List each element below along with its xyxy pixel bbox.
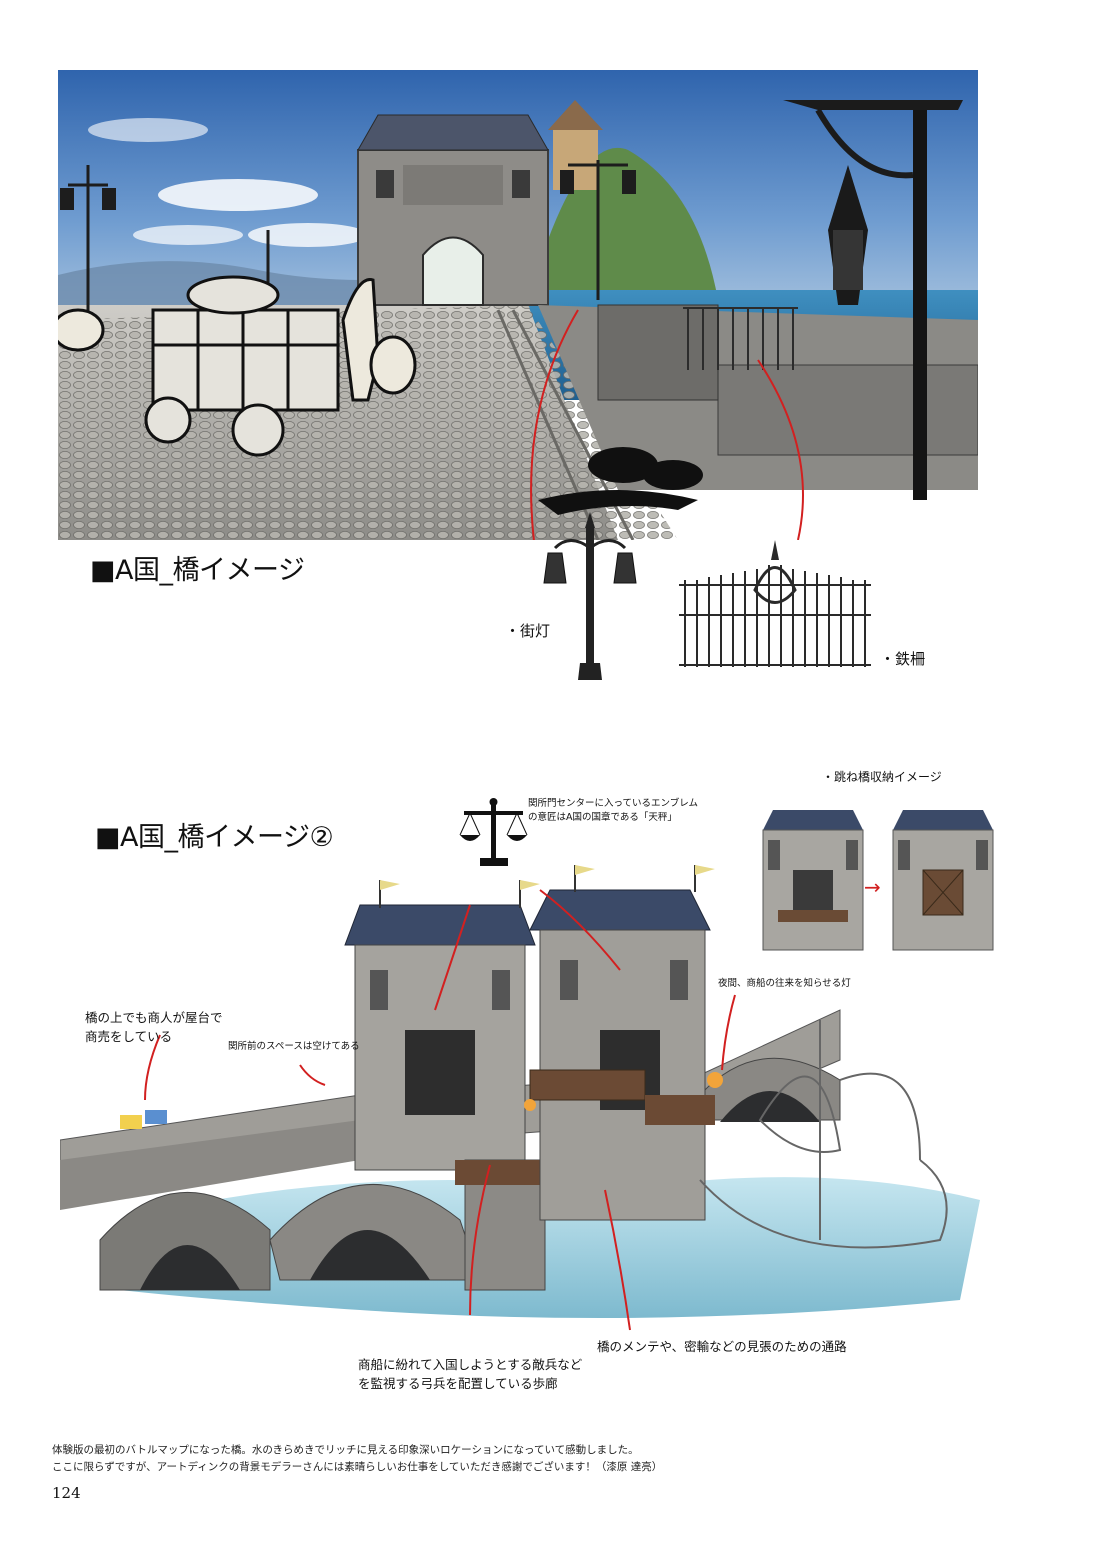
page-number: 124 xyxy=(52,1484,81,1502)
footer-caption: 体験版の最初のバトルマップになった橋。水のきらめきでリッチに見える印象深いロケー… xyxy=(52,1444,663,1473)
section-heading-1: ■A国_橋イメージ xyxy=(90,555,305,586)
maintenance-walkway-note: 橋のメンテや、密輸などの見張のための通路 xyxy=(597,1339,847,1354)
emblem-note: 関所門センターに入っているエンブレム の意匠はA国の国章である「天秤」 xyxy=(528,798,699,823)
drawbridge-open-thumbnail xyxy=(758,795,868,955)
bridge-concept-painting xyxy=(58,70,978,540)
iron-fence-label: ・鉄柵 xyxy=(880,650,926,668)
street-lamp-detail xyxy=(540,508,640,683)
scales-emblem-icon xyxy=(456,795,531,870)
archer-walkway-note: 商船に紛れて入国しようとする敵兵など を監視する弓兵を配置している歩廊 xyxy=(358,1357,583,1391)
arrow-right-icon: → xyxy=(864,875,881,899)
gate-space-note: 関所前のスペースは空けてある xyxy=(228,1041,360,1052)
street-lamp-label: ・街灯 xyxy=(505,622,551,640)
section-heading-2: ■A国_橋イメージ② xyxy=(95,822,334,853)
iron-fence-detail xyxy=(675,535,875,675)
bridge-gatehouse-painting xyxy=(60,860,990,1340)
drawbridge-closed-thumbnail xyxy=(888,795,998,955)
merchants-note: 橋の上でも商人が屋台で 商売をしている xyxy=(85,1010,223,1044)
night-lamp-note: 夜間、商船の往来を知らせる灯 xyxy=(718,978,851,989)
drawbridge-storage-label: ・跳ね橋収納イメージ xyxy=(822,770,942,784)
